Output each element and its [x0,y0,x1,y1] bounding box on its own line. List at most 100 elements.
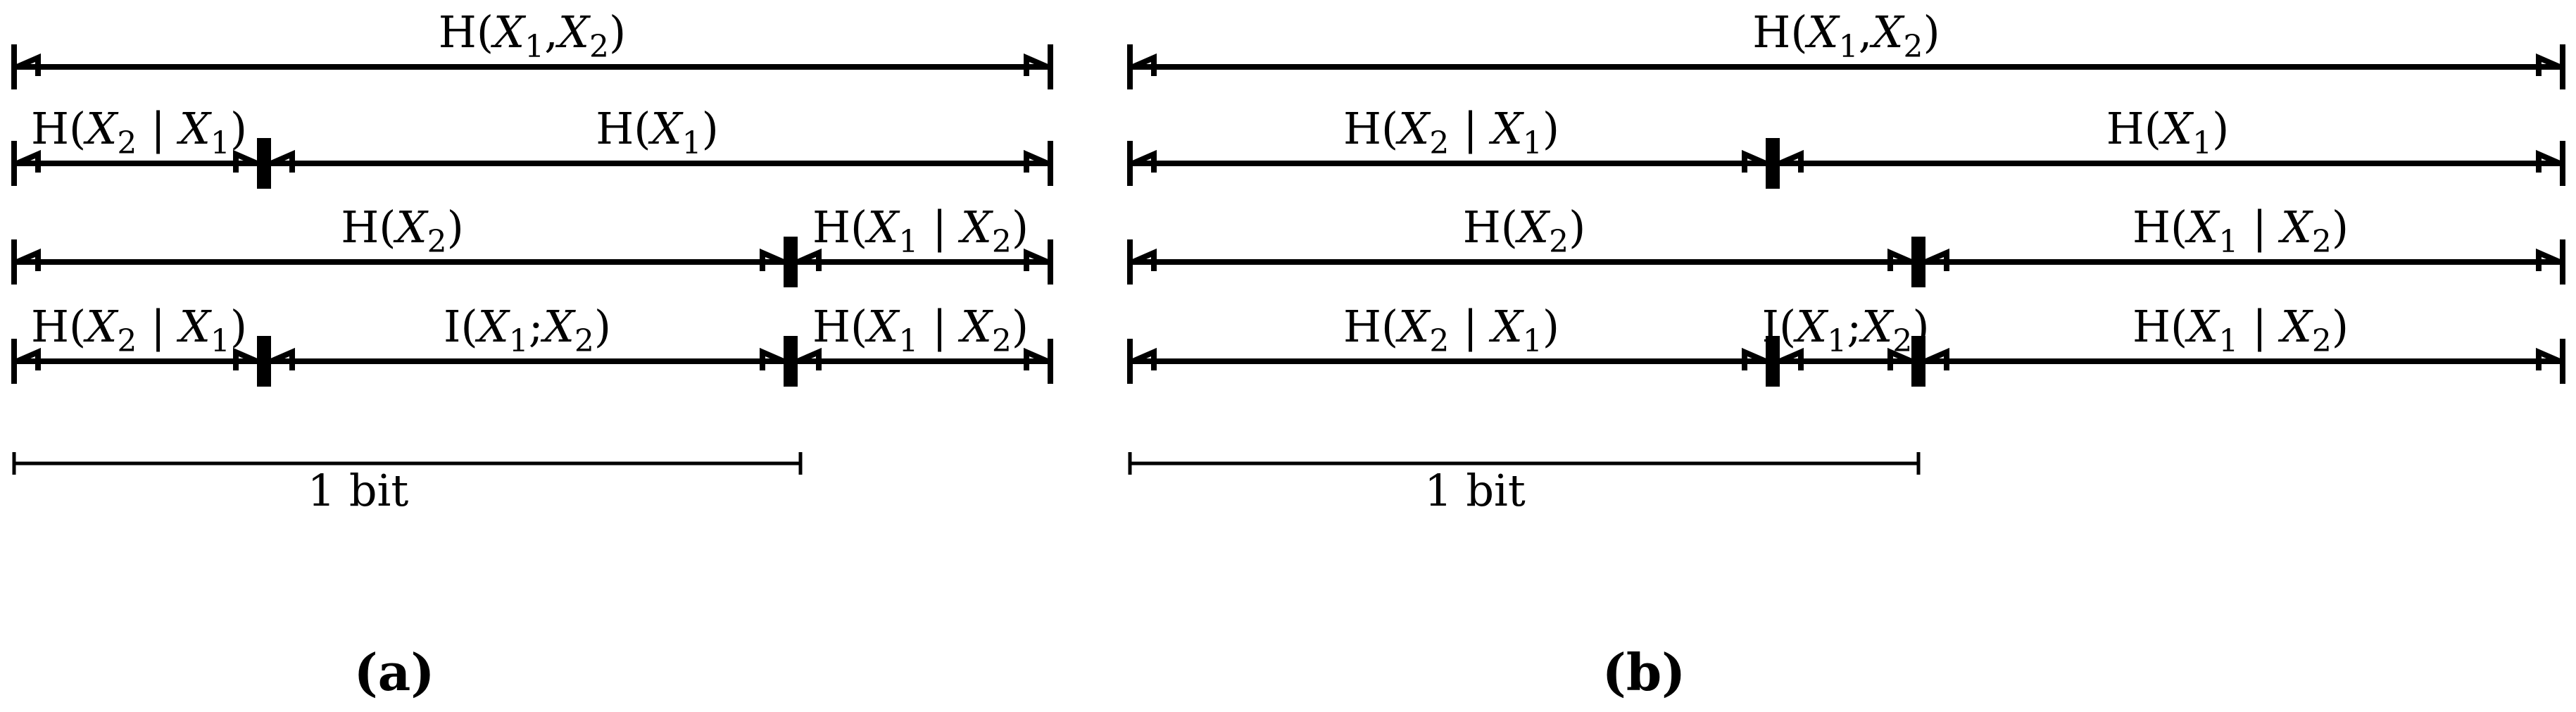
label-text: ) [1012,301,1029,352]
arrowhead-left [15,347,41,370]
arrowhead-right [1887,347,1913,370]
label-text: ) [2332,301,2349,352]
subscript-index: 2 [992,224,1012,260]
arrowhead-right [760,248,785,271]
label-text: ) [1012,201,1029,253]
label-text: ) [230,103,247,154]
entropy-segment: H(X1) [1778,103,2561,173]
arrowhead-left [15,149,41,173]
label-text: H( [341,201,396,253]
segment-label: H(X1) [596,103,719,161]
subscript-index: 1 [682,125,702,161]
subscript-index: 2 [2312,224,2332,260]
subscript-index: 2 [1429,125,1449,161]
label-text: , [1859,6,1873,58]
segment-label: H(X1 | X2) [812,301,1029,359]
label-text: H( [2132,301,2187,352]
label-text: ; [1847,301,1861,352]
subscript-index: 2 [1429,323,1449,359]
subscript-index: 1 [211,125,230,161]
label-text: H( [1343,301,1398,352]
subscript-index: 1 [898,323,918,359]
variable-symbol: X [541,301,577,352]
subscript-index: 2 [117,323,137,359]
subscript-index: 1 [524,29,544,65]
segment-divider [784,237,798,287]
segment-label: H(X2 | X1) [1343,103,1559,161]
segment-label: H(X1) [2106,103,2230,161]
segment-label: H(X1 | X2) [2132,301,2349,359]
entropy-segment: H(X1,X2) [1131,6,2561,76]
arrowhead-left [1131,53,1157,76]
subscript-index: 2 [574,323,594,359]
arrowhead-left [270,347,295,370]
label-text: I( [444,301,478,352]
segment-label: H(X2) [1463,201,1586,260]
segment-label: H(X1 | X2) [812,201,1029,260]
label-text: H( [1752,6,1807,58]
label-text: | [137,103,179,154]
segment-divider [1911,336,1925,387]
variable-symbol: X [958,301,994,352]
segment-divider [257,336,271,387]
subscript-index: 2 [1549,224,1569,260]
subscript-index: 1 [898,224,918,260]
segment-label: H(X1,X2) [1752,6,1940,65]
label-text: | [1449,301,1491,352]
arrowhead-left [1131,248,1157,271]
arrowhead-right [1024,347,1049,370]
variable-symbol: X [491,6,527,58]
variable-symbol: X [475,301,511,352]
label-text: H( [439,6,494,58]
arrowhead-right [1024,149,1049,173]
scale-bar: 1 bit [1128,452,1921,516]
arrowhead-right [1742,149,1767,173]
label-text: ) [230,301,247,352]
segment-label: H(X1 | X2) [2132,201,2349,260]
subscript-index: 2 [992,323,1012,359]
subscript-index: 1 [1523,125,1543,161]
label-text: H( [812,301,867,352]
scale-label: 1 bit [308,465,409,516]
label-text: ) [447,201,464,253]
label-text: I( [1761,301,1796,352]
label-text: H( [1343,103,1398,154]
panel-caption: (a) [354,642,435,702]
variable-symbol: X [958,201,994,253]
entropy-segment: H(X1 | X2) [796,301,1049,370]
label-text: ; [529,301,544,352]
label-text: | [918,201,960,253]
panel-b: H(X1,X2)H(X2 | X1)H(X1)H(X2)H(X1 | X2)H(… [1127,6,2565,702]
variable-symbol: X [1805,6,1841,58]
variable-symbol: X [1395,301,1431,352]
label-text: | [2238,301,2280,352]
entropy-row-4: H(X2 | X1)I(X1;X2)H(X1 | X2) [1127,301,2565,387]
label-text: ) [1912,301,1929,352]
arrowhead-right [2536,53,2561,76]
entropy-segment: H(X1 | X2) [796,201,1049,271]
label-text: ) [702,103,719,154]
entropy-segment: H(X2) [15,201,785,271]
entropy-segment: H(X1 | X2) [1924,301,2561,370]
label-text: ) [594,301,611,352]
segment-label: H(X2 | X1) [31,301,247,359]
segment-divider [1766,138,1780,189]
variable-symbol: X [1395,103,1431,154]
variable-symbol: X [393,201,429,253]
subscript-index: 1 [2192,125,2212,161]
arrowhead-right [233,149,258,173]
segment-label: I(X1;X2) [444,301,611,359]
arrowhead-left [1778,149,1804,173]
subscript-index: 1 [1839,29,1859,65]
label-text: H( [812,201,867,253]
label-text: H( [2132,201,2187,253]
entropy-row-4: H(X2 | X1)I(X1;X2)H(X1 | X2) [11,301,1053,387]
arrowhead-right [1887,248,1913,271]
arrowhead-right [233,347,258,370]
entropy-row-1: H(X1,X2) [1127,6,2565,89]
arrowhead-left [1924,347,1949,370]
entropy-segment: H(X1,X2) [15,6,1049,76]
entropy-segment: H(X2 | X1) [1131,301,1767,370]
segment-label: H(X2) [341,201,464,260]
entropy-segment: H(X2 | X1) [1131,103,1767,173]
